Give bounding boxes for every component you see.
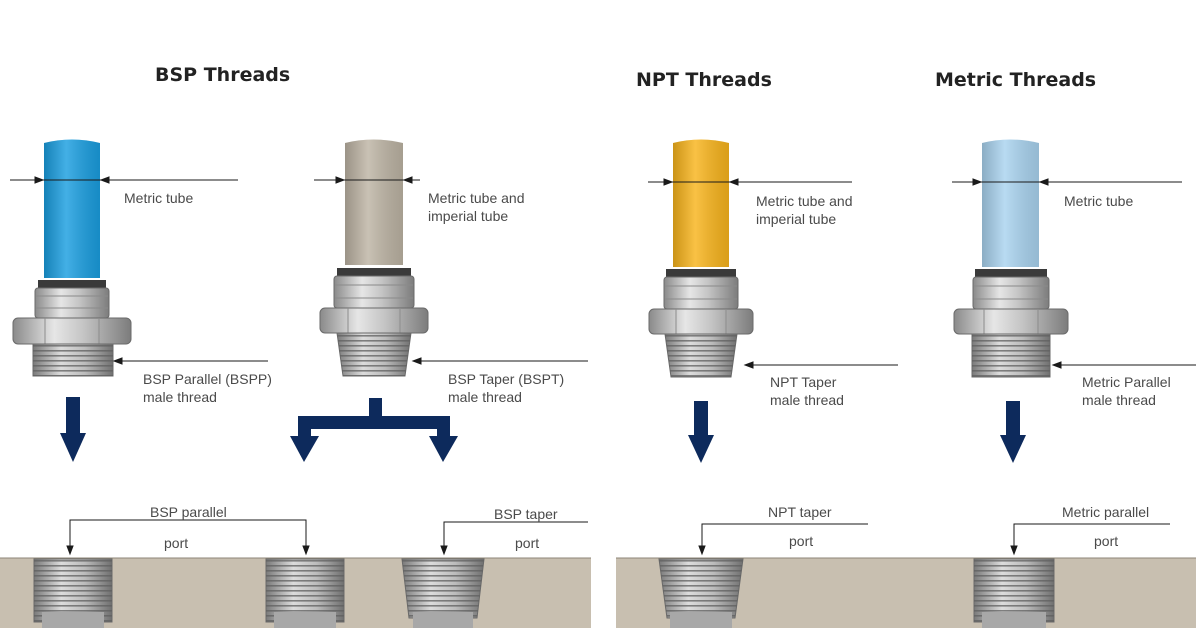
heading-npt-threads: NPT Threads <box>636 69 772 91</box>
npt-port-label-2: port <box>789 533 814 549</box>
dimension-lines <box>10 176 1196 556</box>
bsp-taper-port-label-2: port <box>515 535 540 551</box>
metric-port-label-1: Metric parallel <box>1062 504 1150 520</box>
bsp-taper-port-label-1: BSP taper <box>494 506 558 522</box>
fitting-bsp-taper <box>319 139 429 377</box>
direction-arrows <box>60 397 1026 463</box>
metric-port-label-2: port <box>1094 533 1119 549</box>
fitting-npt <box>648 139 754 378</box>
bsp-parallel-tube-label: Metric tube <box>124 190 194 206</box>
bsp-parallel-port-label-2: port <box>164 535 189 551</box>
metric-thread-label: Metric Parallel male thread <box>1082 374 1171 408</box>
npt-thread-label: NPT Taper male thread <box>770 374 844 408</box>
heading-metric-threads: Metric Threads <box>935 69 1097 91</box>
npt-port-label-1: NPT taper <box>768 504 832 520</box>
bsp-parallel-port-label-1: BSP parallel <box>150 504 227 520</box>
fitting-bsp-parallel <box>12 139 132 377</box>
npt-tube-label: Metric tube and imperial tube <box>756 193 853 227</box>
fitting-metric <box>953 139 1069 378</box>
metric-tube-label: Metric tube <box>1064 193 1134 209</box>
bsp-taper-tube-label: Metric tube and imperial tube <box>428 190 525 224</box>
port-block-bsp <box>0 557 591 628</box>
heading-bsp-threads: BSP Threads <box>155 64 291 86</box>
bsp-taper-thread-label: BSP Taper (BSPT) male thread <box>448 371 565 405</box>
port-block-npt-metric <box>616 557 1196 628</box>
bsp-parallel-thread-label: BSP Parallel (BSPP) male thread <box>143 371 272 405</box>
